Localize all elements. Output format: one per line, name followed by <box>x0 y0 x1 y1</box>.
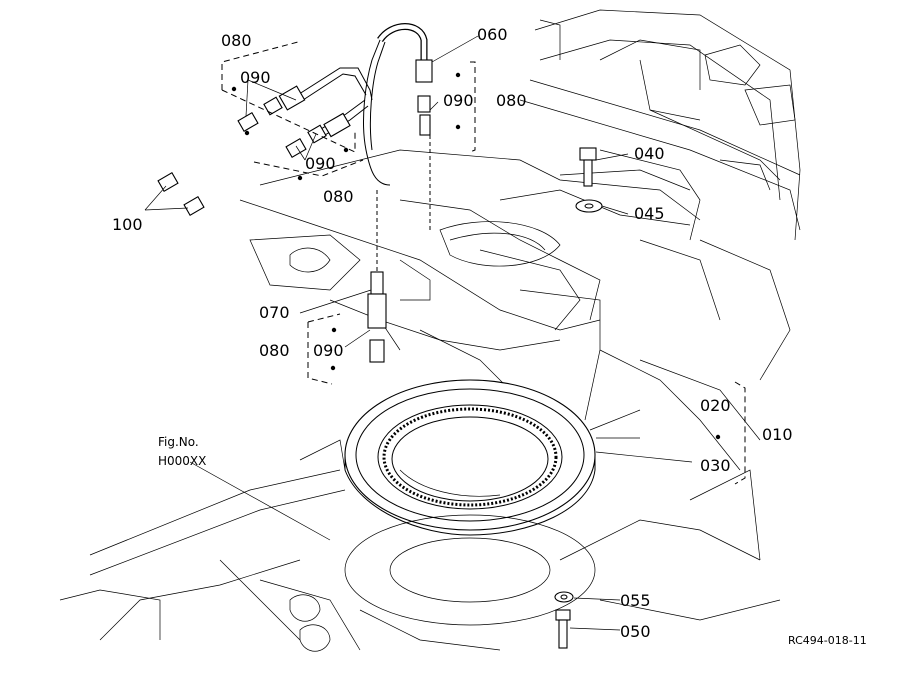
callout-080-right: 080 <box>496 91 527 110</box>
washer-045 <box>575 199 603 213</box>
bolt-040 <box>579 147 597 187</box>
lower-frame-plate <box>59 439 781 652</box>
hose-assembly-upper <box>157 67 373 216</box>
group-bracket-010 <box>734 381 746 485</box>
callout-070: 070 <box>259 303 290 322</box>
callout-090-middle: 090 <box>305 154 336 173</box>
washer-055 <box>554 591 574 603</box>
group-bracket-080-right <box>469 61 476 153</box>
reference-dots <box>231 72 721 440</box>
callout-030: 030 <box>700 456 731 475</box>
callout-055: 055 <box>620 591 651 610</box>
center-joint-070 <box>367 135 431 363</box>
callout-080-mid: 080 <box>323 187 354 206</box>
callout-010: 010 <box>762 425 793 444</box>
callout-060: 060 <box>477 25 508 44</box>
callout-020: 020 <box>700 396 731 415</box>
callout-090-upper-left: 090 <box>240 68 271 87</box>
callout-090-lower: 090 <box>313 341 344 360</box>
callout-080-lower: 080 <box>259 341 290 360</box>
leader-lines <box>144 35 693 631</box>
upper-frame-lines <box>519 9 801 381</box>
swivel-bearing <box>344 379 596 536</box>
hose-assembly-060 <box>363 23 433 186</box>
group-bracket-080-lower <box>307 313 341 385</box>
group-bracket-080-top <box>221 41 356 153</box>
callout-045: 045 <box>634 204 665 223</box>
bolt-050 <box>555 609 571 649</box>
drawing-code: RC494-018-11 <box>788 634 867 647</box>
fig-ref-line1: Fig.No. <box>158 435 199 449</box>
callout-050: 050 <box>620 622 651 641</box>
callout-080-top: 080 <box>221 31 252 50</box>
group-bracket-080-mid <box>253 159 364 177</box>
callout-040: 040 <box>634 144 665 163</box>
fig-ref-line2: H000XX <box>158 454 206 468</box>
callout-100: 100 <box>112 215 143 234</box>
callout-090-right: 090 <box>443 91 474 110</box>
